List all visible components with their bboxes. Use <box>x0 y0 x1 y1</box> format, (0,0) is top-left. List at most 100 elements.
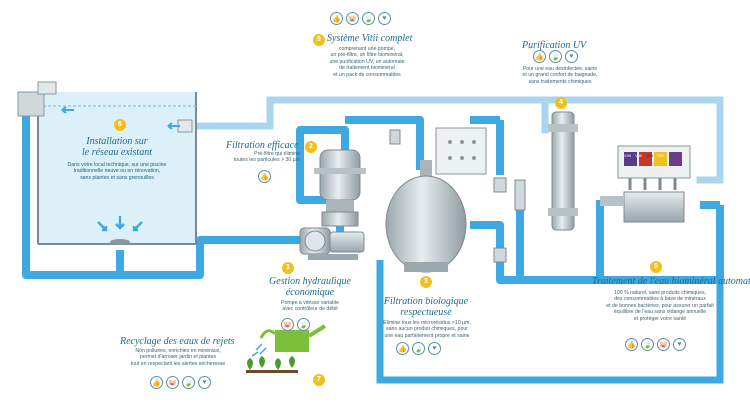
pump <box>299 227 365 260</box>
step-4-description: Pour une eau désinfectée, saine et un gr… <box>506 66 614 85</box>
step-6-description: Dans votre local technique, sur une pisc… <box>54 162 180 181</box>
return-pipes <box>186 96 724 184</box>
device-label-3: VIIII <box>646 153 654 158</box>
step-2-desc-line: Pré-filtre qui élimine <box>254 151 300 157</box>
step-2-desc-line: toutes les particules > 30 µm <box>233 157 300 164</box>
leaf-icon: 🍃 <box>182 376 195 389</box>
pig-icon: 🐷 <box>166 376 179 389</box>
biological-filter <box>385 160 467 273</box>
device-labels: VIIII VIIII VIIII VIIII <box>624 153 665 158</box>
leaf-icon: 🍃 <box>641 338 654 351</box>
step-4-desc-line: Pour une eau désinfectée, saine <box>522 66 598 72</box>
step-3-title-line: Filtration biologique <box>383 296 469 307</box>
pig-icon: 🐷 <box>346 12 359 25</box>
thumbs-up-icon: 👍 <box>258 170 271 183</box>
step-1-desc-line: avec contrôleur de débit <box>282 306 338 313</box>
step-4-desc-line: et un grand confort de baignade, <box>522 72 598 79</box>
valves <box>389 129 526 263</box>
control-box <box>435 127 487 175</box>
step-9-desc-line: et un pack de consommables <box>333 71 401 78</box>
step-badge-7: 7 <box>313 374 325 386</box>
watering-can <box>251 324 327 357</box>
step-6-desc-line: traditionnelle neuve ou en rénovation, <box>73 168 161 175</box>
step-3-desc-line: Élimine tous les microrésidus >10 µm, <box>383 320 471 326</box>
step-5-icons: 👍 🍃 🐷 ♥ <box>625 338 686 351</box>
step-5-title: Traitement de l'eau biominéral automatiq… <box>592 276 750 287</box>
step-4-desc-line: sans traitements chimiques <box>528 78 592 85</box>
step-7-desc-line: tout en respectant les alertes sécheress… <box>130 360 226 367</box>
step-7-icons: 👍 🐷 🍃 ♥ <box>150 376 211 389</box>
pig-icon: 🐷 <box>657 338 670 351</box>
heart-icon: ♥ <box>565 50 578 63</box>
step-badge-1: 1 <box>282 262 294 274</box>
step-9-desc-line: une purification UV, un automate <box>329 58 405 65</box>
prefilter <box>314 149 366 227</box>
step-7-title: Recyclage des eaux de rejets <box>120 336 235 347</box>
step-1-icons: 🐷 🍃 <box>281 318 310 331</box>
step-3-description: Élimine tous les microrésidus >10 µm, sa… <box>372 320 482 339</box>
pig-icon: 🐷 <box>281 318 294 331</box>
step-6-title-line: le réseau existant <box>82 147 152 158</box>
step-4-icons: 👍 🍃 ♥ <box>533 50 578 63</box>
biomineral-automate <box>600 145 691 223</box>
step-5-desc-line: et de bonnes bactéries, pour assurer un … <box>606 302 714 309</box>
heart-icon: ♥ <box>428 342 441 355</box>
heart-icon: ♥ <box>673 338 686 351</box>
step-3-title-line: respectueuse <box>400 307 452 318</box>
step-6-desc-line: Dans votre local technique, sur une pisc… <box>67 162 167 168</box>
step-1-title: Gestion hydraulique économique <box>262 276 358 298</box>
step-5-desc-line: des consommables à base de minéraux <box>614 296 706 303</box>
step-3-icons: 👍 🍃 ♥ <box>396 342 441 355</box>
step-6-title-line: Installation sur <box>86 136 148 147</box>
heart-icon: ♥ <box>198 376 211 389</box>
step-3-desc-line: une eau parfaitement propre et saine <box>384 332 470 339</box>
pool-tank <box>17 81 197 245</box>
step-1-description: Pompe à vitesse variable avec contrôleur… <box>262 300 358 313</box>
step-5-desc-line: 100 % naturel, sans produits chimiques, <box>614 290 706 296</box>
step-9-desc-line: comprenant une pompe, <box>338 46 396 52</box>
step-2-description: Pré-filtre qui élimine toutes les partic… <box>210 151 300 164</box>
step-7-desc-line: Non polluées, enrichies en minéraux, <box>135 348 221 354</box>
step-5-desc-line: équilibre de l'eau sans vidange annuelle <box>613 309 707 316</box>
step-6-title: Installation sur le réseau existant <box>62 136 172 158</box>
step-7-desc-line: permet d'arroser jardin et plantes <box>140 354 216 361</box>
step-badge-2: 2 <box>305 141 317 153</box>
step-badge-6: 6 <box>114 119 126 131</box>
step-9-description: comprenant une pompe, un pré-filtre, un … <box>312 46 422 78</box>
step-3-desc-line: sans aucun produit chimiques, pour <box>386 326 468 333</box>
step-2-title: Filtration efficace <box>226 140 299 151</box>
step-badge-4: 4 <box>555 97 567 109</box>
thumbs-up-icon: 👍 <box>330 12 343 25</box>
leaf-icon: 🍃 <box>362 12 375 25</box>
step-1-title-line: économique <box>285 287 335 298</box>
device-label-2: VIIII <box>635 153 643 158</box>
step-9-title: Système Vitii complet <box>327 33 413 44</box>
leaf-icon: 🍃 <box>412 342 425 355</box>
step-6-desc-line: sans plantes et sans grenouilles <box>80 174 154 181</box>
device-label-1: VIIII <box>624 153 632 158</box>
step-9-icons: 👍 🐷 🍃 ♥ <box>330 12 391 25</box>
thumbs-up-icon: 👍 <box>150 376 163 389</box>
step-badge-5: 5 <box>650 261 662 273</box>
step-1-title-line: Gestion hydraulique <box>269 276 351 287</box>
step-badge-9: 9 <box>313 34 325 46</box>
step-9-desc-line: un pré-filtre, un filtre biominéral, <box>330 52 404 59</box>
step-5-desc-line: et protéger votre santé <box>633 315 687 322</box>
step-9-desc-line: de traitement biominéral <box>339 65 395 72</box>
leaf-icon: 🍃 <box>549 50 562 63</box>
uv-purifier <box>548 111 578 231</box>
step-1-desc-line: Pompe à vitesse variable <box>281 300 339 306</box>
device-label-4: VIIII <box>657 153 665 158</box>
thumbs-up-icon: 👍 <box>533 50 546 63</box>
step-7-description: Non polluées, enrichies en minéraux, per… <box>116 348 240 367</box>
drain-pipe <box>376 230 724 384</box>
thumbs-up-icon: 👍 <box>396 342 409 355</box>
heart-icon: ♥ <box>378 12 391 25</box>
step-badge-3: 3 <box>420 276 432 288</box>
step-2-icons: 👍 <box>258 170 271 183</box>
leaf-icon: 🍃 <box>297 318 310 331</box>
plants <box>246 356 298 373</box>
step-5-description: 100 % naturel, sans produits chimiques, … <box>592 290 728 322</box>
